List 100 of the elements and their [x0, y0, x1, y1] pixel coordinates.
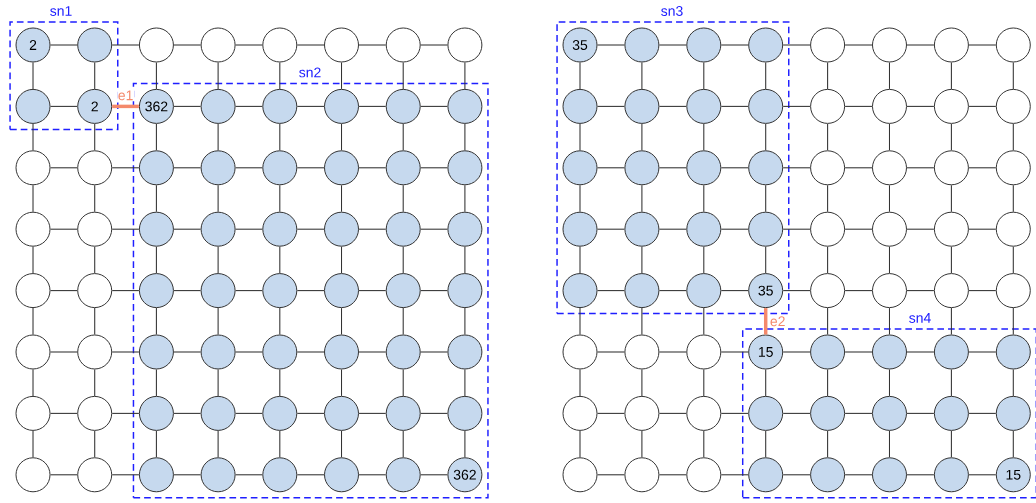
grid-line [464, 430, 466, 458]
grid-circle [810, 395, 846, 431]
grid-line [950, 307, 952, 336]
grid-line [155, 430, 157, 458]
grid-line [358, 290, 387, 292]
grid-line [968, 351, 997, 353]
grid-circle [77, 457, 113, 493]
grid-circle [138, 457, 174, 493]
grid-circle [447, 27, 483, 63]
grid-line [32, 368, 34, 397]
grid-line [235, 474, 263, 476]
grid-line [703, 246, 705, 274]
grid-circle [562, 211, 598, 247]
grid-line [94, 430, 96, 458]
grid-circle [77, 334, 113, 370]
grid-line [340, 307, 343, 336]
edge-label: e1 [117, 89, 135, 101]
grid-circle [385, 88, 421, 124]
grid-line [279, 368, 281, 397]
grid-line [641, 123, 643, 151]
grid-line [111, 351, 140, 353]
grid-line [32, 61, 34, 90]
node-label: sn1 [50, 6, 72, 16]
grid-line [464, 61, 466, 90]
grid-line [111, 228, 140, 230]
grid-line [358, 474, 387, 476]
grid-line [658, 290, 687, 292]
grid-line [173, 105, 202, 107]
grid-circle [200, 457, 236, 493]
grid-line [906, 228, 935, 230]
grid-circle [810, 211, 846, 247]
grid-circle [748, 457, 784, 493]
grid-line [296, 44, 325, 46]
grid-circle [995, 88, 1031, 124]
grid-line [968, 105, 997, 107]
grid-line [173, 351, 202, 353]
grid-line [658, 228, 687, 230]
grid-circle [447, 150, 483, 186]
grid-line [596, 167, 625, 169]
grid-line [782, 290, 811, 292]
grid-circle [686, 395, 722, 431]
grid-line [49, 167, 78, 169]
grid-circle [933, 211, 969, 247]
grid-line [420, 44, 448, 46]
grid-circle [995, 395, 1031, 431]
grid-circle [15, 88, 51, 124]
grid-line [235, 167, 263, 169]
grid-circle [748, 211, 784, 247]
grid-line [464, 307, 466, 336]
grid-circle [748, 27, 784, 63]
grid-line [579, 61, 581, 90]
grid-circle [810, 150, 846, 186]
node-label: sn2 [299, 67, 321, 78]
grid-line [950, 123, 952, 151]
grid-line [765, 368, 767, 397]
grid-line [720, 105, 749, 107]
grid-circle [324, 27, 359, 63]
grid-circle [138, 150, 174, 186]
grid-line [658, 412, 687, 414]
grid-line [420, 167, 448, 169]
grid-circle [810, 27, 846, 63]
grid-circle [810, 457, 846, 493]
grid-line [641, 368, 643, 397]
grid-circle [872, 334, 907, 370]
grid-line [906, 290, 935, 292]
grid-line [464, 184, 466, 213]
grid-line [658, 44, 687, 46]
grid-circle [748, 150, 784, 186]
grid-circle [324, 273, 359, 309]
grid-line [111, 474, 140, 476]
grid-circle [562, 150, 598, 186]
grid-line [1012, 61, 1014, 90]
grid-circle [624, 273, 660, 309]
grid-circle [138, 334, 174, 370]
grid-circle [933, 395, 969, 431]
grid-circle [447, 273, 483, 309]
edge-label: e2 [769, 315, 787, 327]
grid-line [49, 228, 78, 230]
grid-circle [562, 273, 598, 309]
grid-line [765, 123, 767, 151]
grid-circle [933, 273, 969, 309]
grid-line [358, 105, 387, 107]
grid-line [765, 184, 767, 213]
grid-line [658, 351, 687, 353]
grid-line [641, 61, 643, 90]
grid-circle [77, 211, 113, 247]
grid-circle [562, 334, 598, 370]
grid-line [906, 474, 935, 476]
grid-line [402, 368, 404, 397]
grid-circle [138, 395, 174, 431]
grid-line [703, 123, 705, 151]
grid-circle [324, 88, 359, 124]
grid-circle [262, 457, 298, 493]
grid-line [464, 246, 466, 274]
grid-line [111, 167, 140, 169]
grid-circle [200, 27, 236, 63]
grid-line [111, 290, 140, 292]
grid-circle [15, 457, 51, 493]
grid-circle [15, 273, 51, 309]
grid-line [32, 123, 34, 151]
